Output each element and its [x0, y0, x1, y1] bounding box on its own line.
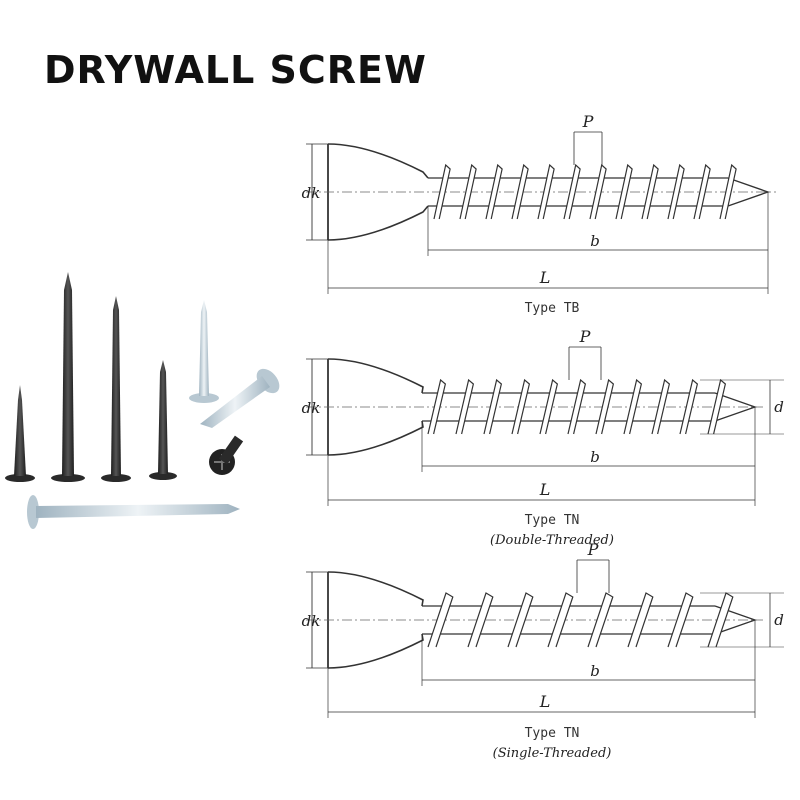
- black-screw-head: [209, 435, 244, 475]
- thread-crest: [511, 378, 531, 435]
- thread-crest: [467, 592, 494, 648]
- label-b: b: [590, 448, 600, 466]
- type-caption: Type TN: [525, 513, 580, 528]
- label-d: d: [774, 611, 784, 629]
- thread-crest: [455, 378, 475, 435]
- label-p: P: [579, 327, 591, 346]
- pitch-dim: [573, 131, 603, 165]
- screw-head-bottom: [327, 420, 424, 456]
- pitch-dim: [568, 346, 602, 380]
- thread-crest: [483, 378, 503, 435]
- zinc-screw-1: [189, 300, 219, 403]
- thread-crest: [589, 163, 607, 220]
- thread-crest: [511, 163, 529, 220]
- thread-crest: [507, 592, 534, 648]
- thread-crest: [563, 163, 581, 220]
- black-screw-4: [149, 360, 177, 480]
- label-l: L: [539, 268, 551, 287]
- black-screw-3: [101, 296, 131, 482]
- zinc-screw-2: [200, 368, 280, 428]
- thread-crest: [651, 378, 671, 435]
- thread-crest: [427, 378, 447, 435]
- thread-crest: [587, 592, 614, 648]
- screw-head-top: [327, 143, 429, 179]
- type-caption: Type TN: [525, 726, 580, 741]
- thread-crest: [433, 163, 451, 220]
- label-dk: dk: [302, 612, 321, 630]
- screw-head-top: [327, 358, 424, 394]
- thread-crest: [537, 163, 555, 220]
- type-subcaption: (Single-Threaded): [493, 746, 612, 761]
- thread-crest: [679, 378, 699, 435]
- label-p: P: [582, 112, 594, 131]
- thread-crest: [707, 592, 734, 648]
- thread-crest: [719, 163, 737, 220]
- label-p: P: [587, 540, 599, 559]
- screw-head-bottom: [327, 205, 429, 241]
- label-b: b: [590, 232, 600, 250]
- thread-crest: [667, 163, 685, 220]
- label-l: L: [539, 692, 551, 711]
- page-title: DRYWALL SCREW: [44, 48, 427, 92]
- thread-crest: [623, 378, 643, 435]
- thread-crest: [485, 163, 503, 220]
- black-screw-2: [51, 272, 85, 482]
- type-caption: Type TB: [525, 301, 580, 316]
- thread-crest: [641, 163, 659, 220]
- screw-head-bottom: [327, 633, 424, 669]
- thread-crest: [693, 163, 711, 220]
- thread-crest: [539, 378, 559, 435]
- type-subcaption: (Double-Threaded): [490, 533, 614, 548]
- zinc-screw-long: [27, 495, 240, 529]
- label-l: L: [539, 480, 551, 499]
- thread-crest: [547, 592, 574, 648]
- thread-crest: [459, 163, 477, 220]
- thread-crest: [427, 592, 454, 648]
- screw-photos: [5, 272, 280, 529]
- screw-drawing-1: dk PbL Type TB: [302, 112, 776, 316]
- screw-head-top: [327, 571, 424, 607]
- label-b: b: [590, 662, 600, 680]
- thread-crest: [615, 163, 633, 220]
- thread-crest: [627, 592, 654, 648]
- thread-crest: [667, 592, 694, 648]
- black-screw-1: [5, 385, 35, 482]
- thread-crest: [707, 378, 727, 435]
- label-dk: dk: [302, 399, 321, 417]
- pitch-dim: [576, 559, 610, 593]
- label-d: d: [774, 398, 784, 416]
- label-dk: dk: [302, 184, 321, 202]
- thread-crest: [595, 378, 615, 435]
- thread-crest: [567, 378, 587, 435]
